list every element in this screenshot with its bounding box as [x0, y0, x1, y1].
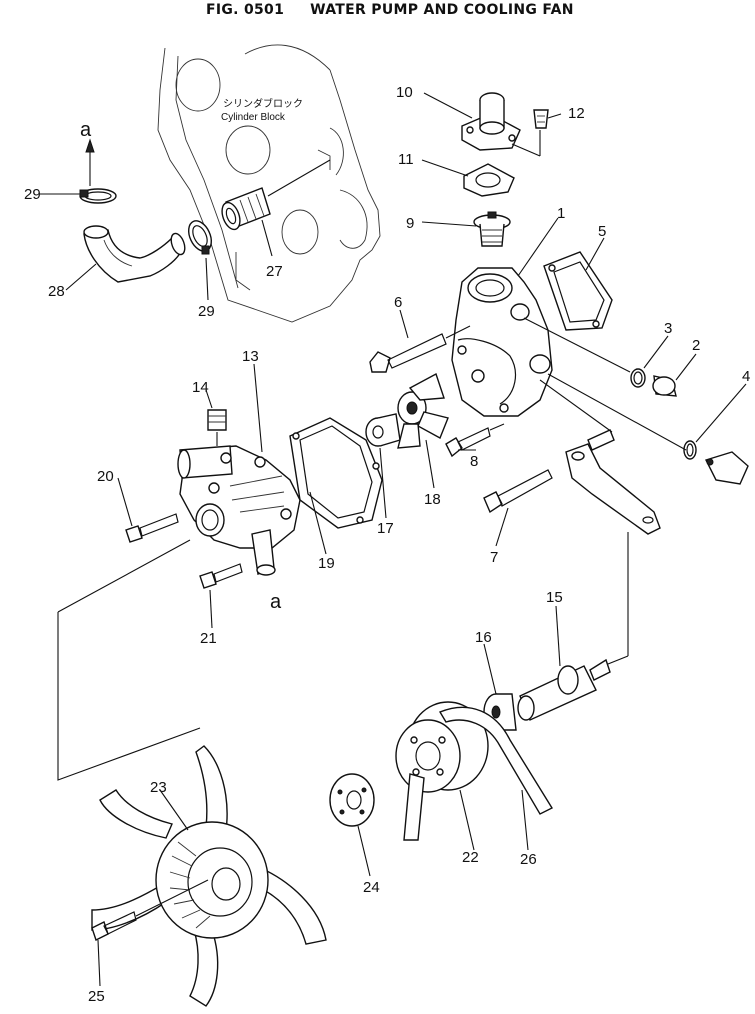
part-label-25: 25	[88, 988, 105, 1005]
bolt-part-8	[445, 423, 505, 458]
part-label-28: 28	[48, 283, 65, 300]
temperature-sender	[705, 451, 749, 485]
bolt-part-6	[369, 325, 471, 373]
thermostat-part-9	[473, 211, 511, 247]
bolt-part-25	[91, 879, 209, 941]
part-number-labels: 1 2 3 4 5 6 7 8 9 10 11 12 13 14 15 16 1…	[24, 84, 750, 1005]
part-label-27: 27	[266, 263, 283, 280]
part-label-24: 24	[363, 879, 380, 896]
gasket-part-5	[543, 251, 613, 331]
part-label-4: 4	[742, 368, 750, 385]
part-label-2: 2	[692, 337, 700, 354]
part-label-29-bottom: 29	[198, 303, 215, 320]
part-label-7: 7	[490, 549, 498, 566]
v-belt-part-26	[403, 706, 553, 841]
part-label-3: 3	[664, 320, 672, 337]
gasket-part-19	[289, 417, 383, 529]
part-label-11: 11	[398, 151, 414, 168]
shaft-part-15	[517, 532, 629, 721]
part-label-13: 13	[242, 348, 259, 365]
spacer-part-24	[329, 773, 375, 827]
part-label-15: 15	[546, 589, 563, 606]
cylinder-block-label-en: Cylinder Block	[221, 112, 286, 123]
adjusting-bracket	[539, 379, 661, 535]
part-label-16: 16	[475, 629, 492, 646]
part-label-18: 18	[424, 491, 441, 508]
impeller-part-18	[397, 372, 449, 449]
o-ring-part-4	[683, 440, 697, 460]
figure-number: FIG. 0501	[206, 2, 285, 18]
housing-part-1	[451, 267, 553, 417]
plug-part-2	[652, 375, 677, 397]
hose-part-28	[83, 225, 186, 283]
thermostat-cover-part-10	[461, 92, 521, 151]
part-label-12: 12	[568, 105, 585, 122]
part-label-6: 6	[394, 294, 402, 311]
part-label-21: 21	[200, 630, 217, 647]
part-label-26: 26	[520, 851, 537, 868]
water-pump-body-part-13	[177, 445, 301, 576]
part-label-22: 22	[462, 849, 479, 866]
reference-a-bottom: a	[270, 591, 282, 613]
part-label-20: 20	[97, 468, 114, 485]
seal-part-17	[365, 413, 401, 447]
part-label-19: 19	[318, 555, 335, 572]
gasket-part-11	[463, 163, 515, 197]
leader-lines	[40, 92, 747, 987]
part-label-8: 8	[470, 453, 478, 470]
part-label-9: 9	[406, 215, 414, 232]
bolt-part-20	[125, 513, 179, 543]
part-label-23: 23	[150, 779, 167, 796]
part-label-5: 5	[598, 223, 606, 240]
part-label-29-top: 29	[24, 186, 41, 203]
plug-part-14	[207, 409, 227, 446]
hose-clamp-part-29-top	[79, 188, 117, 204]
part-label-1: 1	[557, 205, 565, 222]
part-label-17: 17	[377, 520, 394, 537]
bolt-part-21	[199, 563, 243, 589]
part-label-14: 14	[192, 379, 209, 396]
reference-a-top: a	[80, 119, 92, 141]
figure-heading: WATER PUMP AND COOLING FAN	[310, 2, 574, 18]
part-label-10: 10	[396, 84, 413, 101]
bolt-part-7	[483, 469, 553, 514]
water-pipe-part-27	[221, 159, 331, 257]
bolt-part-12	[511, 109, 549, 157]
cylinder-block-label-jp: シリンダブロック	[223, 97, 303, 110]
figure-title: FIG. 0501 WATER PUMP AND COOLING FAN	[206, 2, 574, 18]
cooling-fan-part-23	[91, 745, 327, 1007]
hose-clamp-part-29-bottom	[187, 220, 213, 255]
o-ring-part-3	[630, 368, 646, 388]
cylinder-block-drawing	[157, 44, 381, 323]
